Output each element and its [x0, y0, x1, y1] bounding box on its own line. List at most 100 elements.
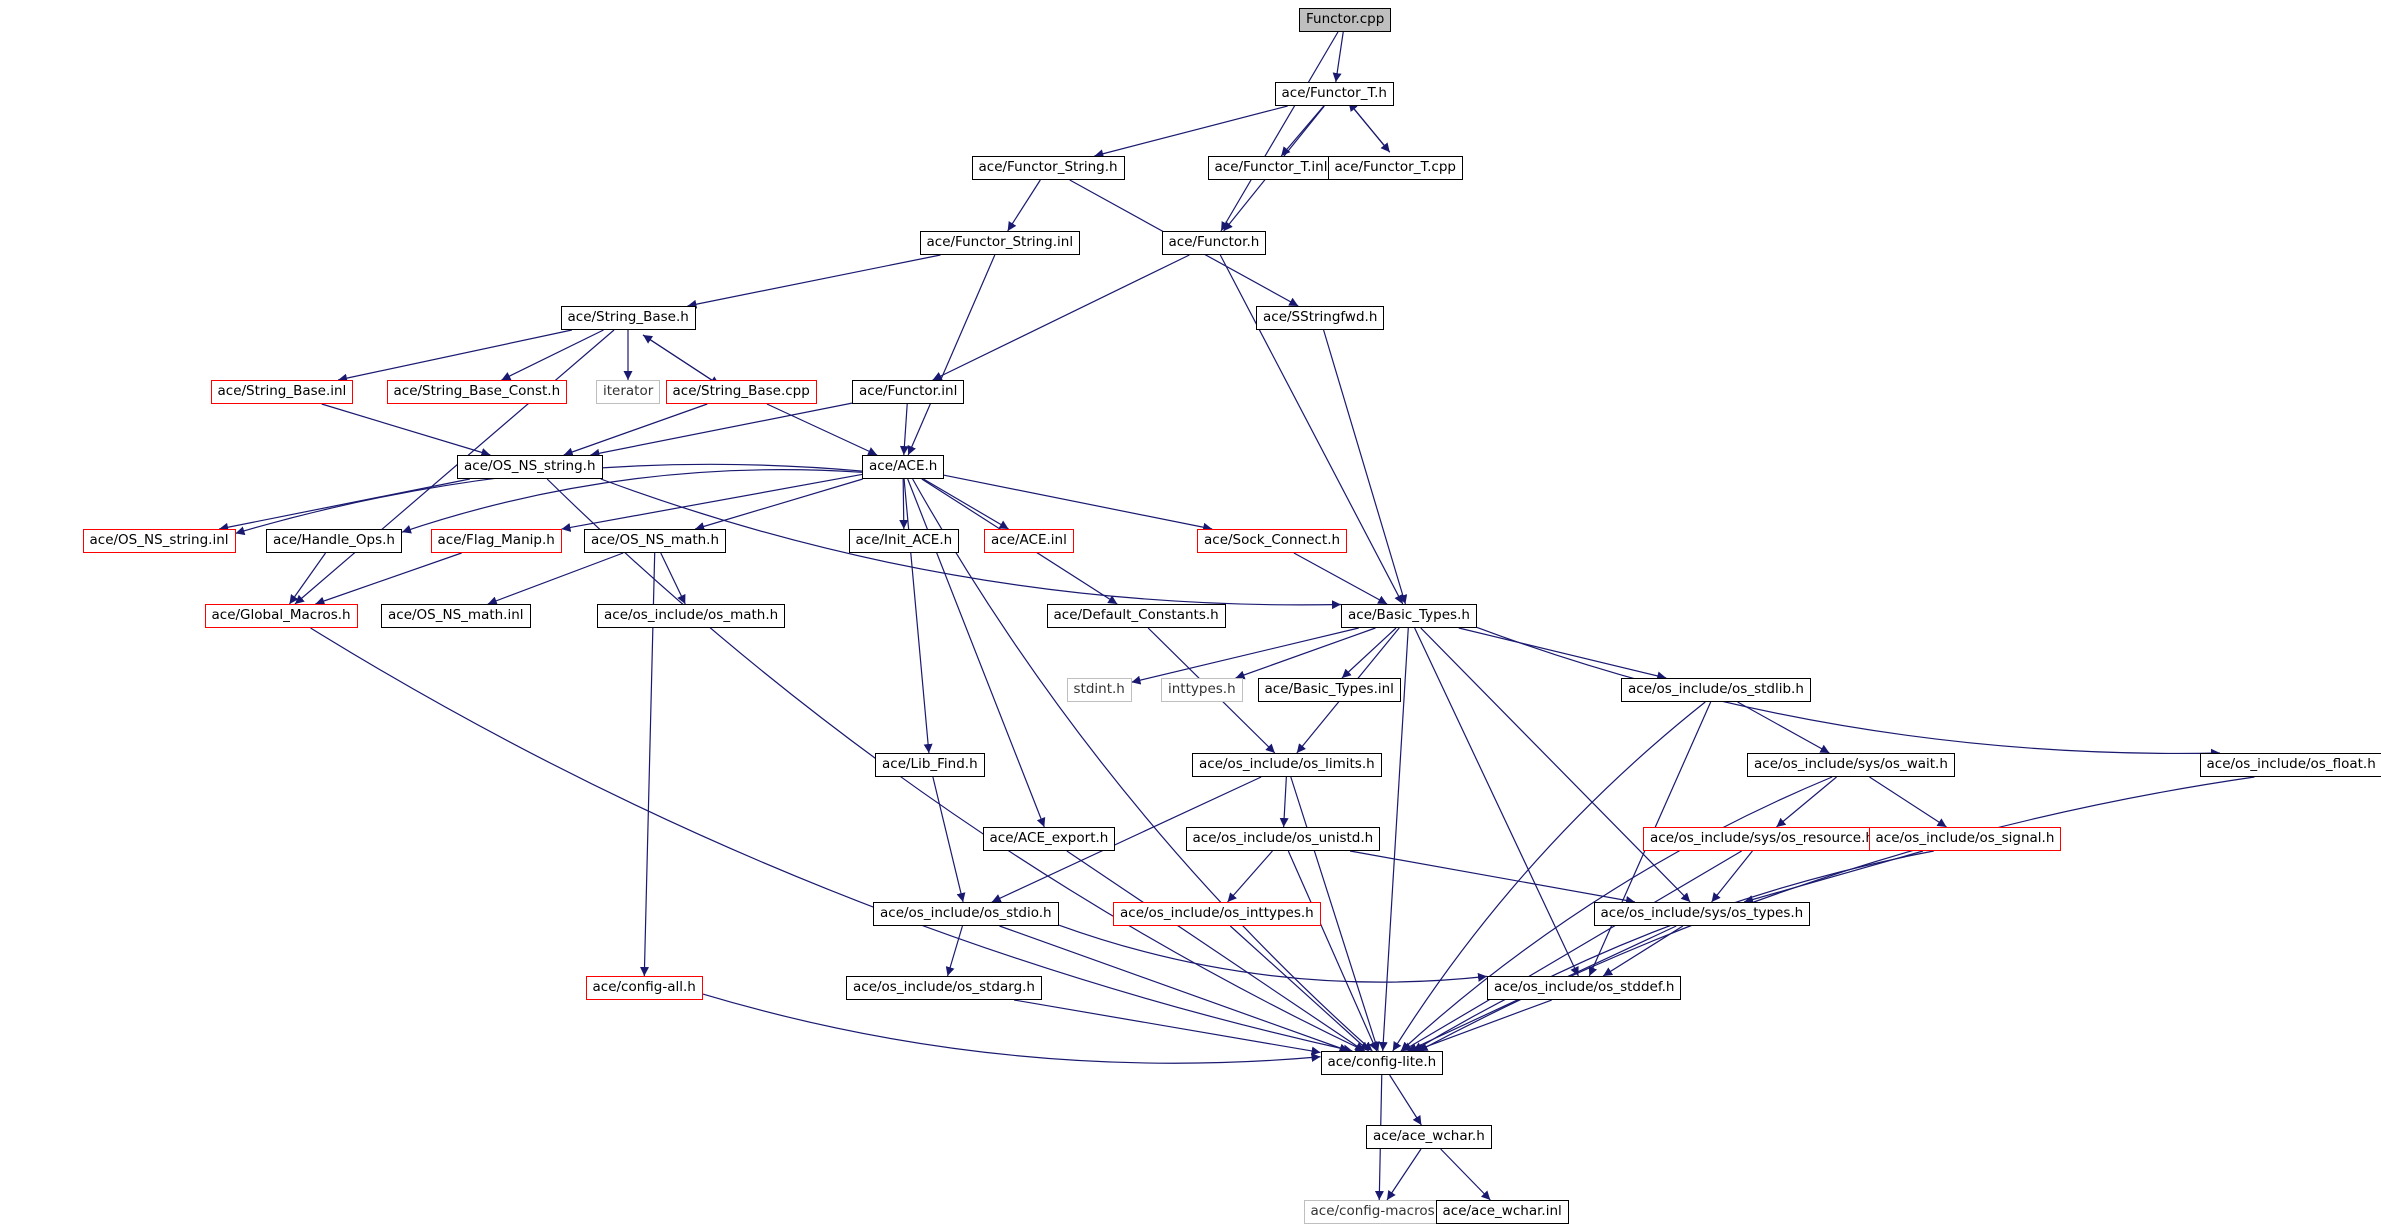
node-ace-sstringfwd-h[interactable]: ace/SStringfwd.h: [1256, 306, 1385, 330]
node-ace-os-ns-math-inl[interactable]: ace/OS_NS_math.inl: [381, 604, 531, 628]
node-ace-lib-find-h[interactable]: ace/Lib_Find.h: [875, 753, 985, 777]
node-ace-os-include-sys-os-resource-h[interactable]: ace/os_include/sys/os_resource.h: [1643, 827, 1881, 851]
edge-n43-n46: [702, 993, 1321, 1064]
node-ace-functor-string-h[interactable]: ace/Functor_String.h: [971, 156, 1125, 180]
edge-n40-n45: [1058, 924, 1488, 983]
node-ace-functor-t-inl[interactable]: ace/Functor_T.inl: [1207, 156, 1335, 180]
node-ace-ace-wchar-h[interactable]: ace/ace_wchar.h: [1366, 1125, 1492, 1149]
node-ace-basic-types-inl[interactable]: ace/Basic_Types.inl: [1257, 678, 1401, 702]
node-ace-string-base-inl[interactable]: ace/String_Base.inl: [210, 380, 354, 404]
edge-n7-n10: [501, 329, 604, 381]
edge-n40-n46: [999, 925, 1349, 1053]
node-ace-basic-types-h[interactable]: ace/Basic_Types.h: [1341, 604, 1477, 628]
edge-n27-n45: [1414, 627, 1579, 977]
edge-n34-n46: [1400, 776, 1833, 1052]
edge-n38-n46: [1402, 850, 1742, 1052]
edge-n27-n42: [1420, 627, 1691, 903]
edge-n13-n14: [590, 402, 853, 458]
node-ace-os-ns-string-h[interactable]: ace/OS_NS_string.h: [457, 455, 603, 479]
node-ace-string-base-cpp[interactable]: ace/String_Base.cpp: [665, 380, 817, 404]
edge-n33-n40: [991, 776, 1262, 903]
node-ace-ace-h[interactable]: ace/ACE.h: [862, 455, 945, 479]
edge-n15-n22: [943, 474, 1213, 532]
edge-n15-n20: [899, 478, 909, 530]
edge-n19-n24: [487, 552, 624, 606]
edge-n31-n46: [1392, 701, 1706, 1052]
edge-n12-n15: [766, 403, 878, 456]
edge-n37-n42: [1349, 850, 1636, 905]
edge-n33-n46: [1290, 776, 1380, 1052]
node-ace-os-include-os-unistd-h[interactable]: ace/os_include/os_unistd.h: [1185, 827, 1381, 851]
edge-n31-n34: [1737, 701, 1830, 754]
node-ace-os-include-os-signal-h[interactable]: ace/os_include/os_signal.h: [1868, 827, 2062, 851]
edge-n13-n15: [899, 403, 909, 456]
node-ace-config-macros-h[interactable]: ace/config-macros.h: [1303, 1200, 1455, 1224]
node-ace-global-macros-h[interactable]: ace/Global_Macros.h: [204, 604, 358, 628]
node-ace-ace-inl[interactable]: ace/ACE.inl: [984, 529, 1074, 553]
node-inttypes-h[interactable]: inttypes.h: [1161, 678, 1243, 702]
node-iterator[interactable]: iterator: [596, 380, 661, 404]
edge-n44-n46: [1013, 999, 1321, 1056]
edge-n37-n46: [1287, 850, 1378, 1052]
node-ace-default-constants-h[interactable]: ace/Default_Constants.h: [1046, 604, 1226, 628]
node-ace-handle-ops-h[interactable]: ace/Handle_Ops.h: [266, 529, 402, 553]
edge-n27-n46: [1378, 627, 1409, 1052]
node-ace-config-all-h[interactable]: ace/config-all.h: [585, 976, 703, 1000]
node-ace-os-include-sys-os-types-h[interactable]: ace/os_include/sys/os_types.h: [1593, 902, 1811, 926]
node-ace-sock-connect-h[interactable]: ace/Sock_Connect.h: [1197, 529, 1348, 553]
node-ace-functor-string-inl[interactable]: ace/Functor_String.inl: [919, 231, 1081, 255]
edge-n36-n46: [1066, 850, 1365, 1052]
node-ace-os-include-os-math-h[interactable]: ace/os_include/os_math.h: [597, 604, 786, 628]
node-ace-os-include-os-stdio-h[interactable]: ace/os_include/os_stdio.h: [873, 902, 1059, 926]
node-ace-functor-inl[interactable]: ace/Functor.inl: [852, 380, 965, 404]
edge-n32-n40: [932, 776, 966, 903]
node-ace-os-include-os-float-h[interactable]: ace/os_include/os_float.h: [2199, 753, 2381, 777]
edge-n47-n48: [1386, 1148, 1422, 1201]
edge-n15-n19: [695, 478, 863, 531]
edge-n38-n42: [1711, 850, 1753, 903]
edge-n5-n15: [907, 254, 996, 456]
edge-n2-n5: [1007, 179, 1041, 232]
node-ace-os-include-os-limits-h[interactable]: ace/os_include/os_limits.h: [1192, 753, 1382, 777]
edge-n14-n16: [219, 478, 470, 532]
node-ace-functor-t-h[interactable]: ace/Functor_T.h: [1274, 82, 1394, 106]
node-ace-os-include-sys-os-wait-h[interactable]: ace/os_include/sys/os_wait.h: [1747, 753, 1955, 777]
edge-n7-n23: [294, 329, 615, 605]
edge-n4-n1: [1348, 101, 1391, 153]
node-ace-os-ns-math-h[interactable]: ace/OS_NS_math.h: [584, 529, 727, 553]
node-ace-os-include-os-stdlib-h[interactable]: ace/os_include/os_stdlib.h: [1621, 678, 1811, 702]
edge-n47-n49: [1440, 1148, 1491, 1201]
edge-n19-n25: [660, 552, 686, 605]
edge-n35-n46: [1418, 776, 2255, 1052]
node-ace-ace-export-h[interactable]: ace/ACE_export.h: [982, 827, 1116, 851]
node-ace-functor-h[interactable]: ace/Functor.h: [1161, 231, 1267, 255]
node-ace-init-ace-h[interactable]: ace/Init_ACE.h: [848, 529, 960, 553]
node-ace-functor-t-cpp[interactable]: ace/Functor_T.cpp: [1327, 156, 1463, 180]
node-ace-config-lite-h[interactable]: ace/config-lite.h: [1320, 1051, 1444, 1075]
edge-n15-n18: [561, 473, 863, 532]
edge-n14-n27: [600, 478, 1342, 610]
node-functor-cpp[interactable]: Functor.cpp: [1299, 8, 1392, 32]
edge-n37-n41: [1227, 850, 1273, 903]
edge-n42-n45: [1602, 925, 1684, 977]
edge-n46-n47: [1389, 1074, 1422, 1126]
node-ace-string-base-h[interactable]: ace/String_Base.h: [560, 306, 696, 330]
edge-n27-n35: [1476, 626, 2220, 758]
node-ace-os-include-os-inttypes-h[interactable]: ace/os_include/os_inttypes.h: [1113, 902, 1321, 926]
node-stdint-h[interactable]: stdint.h: [1066, 678, 1132, 702]
edge-n45-n46: [1414, 999, 1552, 1053]
edge-n39-n46: [1412, 850, 1934, 1052]
edge-n27-n31: [1458, 627, 1667, 681]
edge-n1-n2: [1094, 105, 1288, 159]
edge-n27-n28: [1131, 627, 1359, 685]
node-ace-flag-manip-h[interactable]: ace/Flag_Manip.h: [430, 529, 562, 553]
node-ace-os-include-os-stdarg-h[interactable]: ace/os_include/os_stdarg.h: [846, 976, 1042, 1000]
node-ace-string-base-const-h[interactable]: ace/String_Base_Const.h: [386, 380, 568, 404]
node-ace-os-include-os-stddef-h[interactable]: ace/os_include/os_stddef.h: [1487, 976, 1682, 1000]
edge-n27-n29: [1235, 627, 1376, 680]
node-ace-os-ns-string-inl[interactable]: ace/OS_NS_string.inl: [82, 529, 236, 553]
edge-n1-n3: [1280, 105, 1325, 157]
node-ace-ace-wchar-inl[interactable]: ace/ace_wchar.inl: [1435, 1200, 1569, 1224]
edge-n41-n46: [1229, 925, 1370, 1052]
